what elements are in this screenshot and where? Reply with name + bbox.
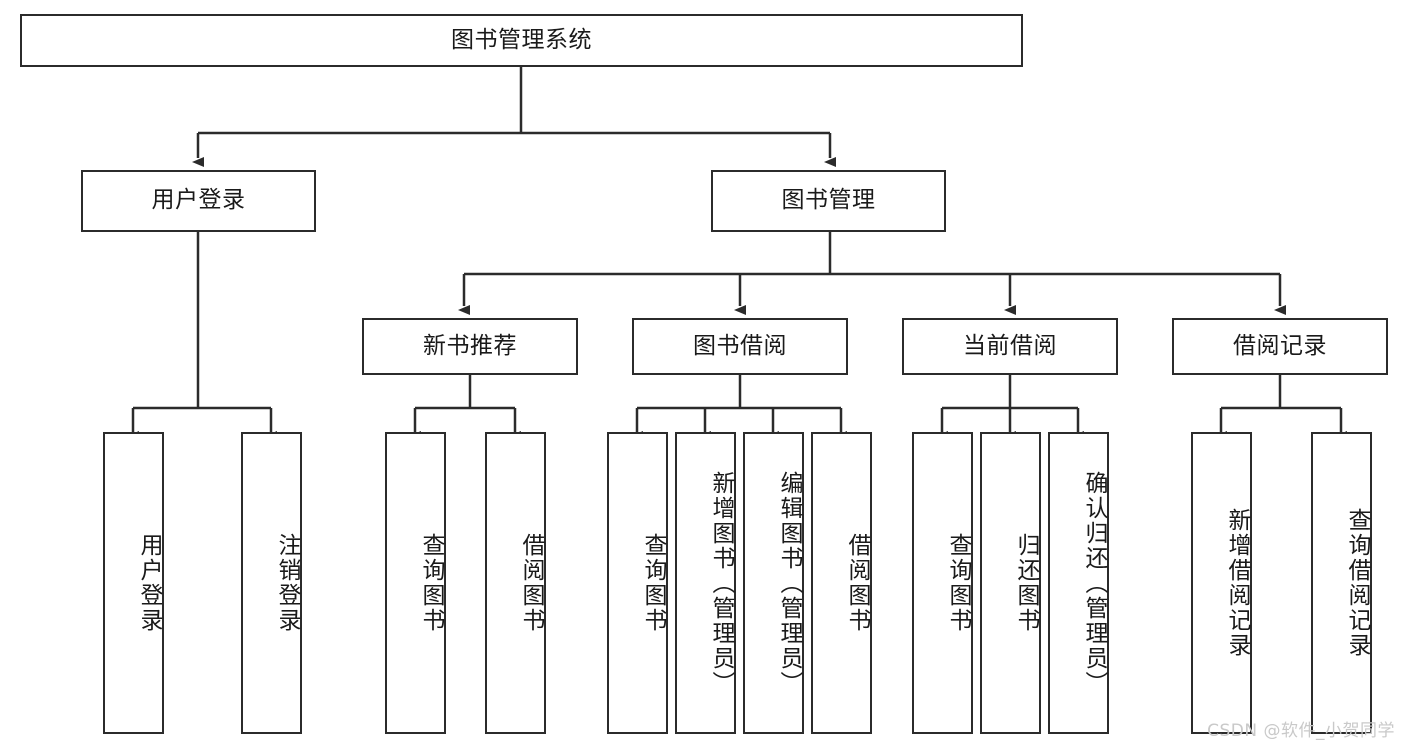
leaf-borrow-edit-book-admin[interactable]: 编辑图书（管理员）: [743, 432, 804, 734]
node-label: 借阅记录: [1233, 332, 1327, 359]
leaf-user-login-signout[interactable]: 注销登录: [241, 432, 302, 734]
node-label: 查询图书: [945, 533, 971, 633]
node-book-management[interactable]: 图书管理: [711, 170, 946, 232]
node-label: 归还图书: [1013, 533, 1039, 633]
node-label: 当前借阅: [963, 332, 1057, 359]
leaf-borrow-query-book[interactable]: 查询图书: [607, 432, 668, 734]
leaf-record-add-record[interactable]: 新增借阅记录: [1191, 432, 1252, 734]
node-borrow-record[interactable]: 借阅记录: [1172, 318, 1388, 375]
node-label: 借阅图书: [844, 533, 870, 633]
node-label: 注销登录: [274, 533, 300, 633]
node-label: 图书管理系统: [451, 26, 592, 53]
node-root-system[interactable]: 图书管理系统: [20, 14, 1023, 67]
node-label: 借阅图书: [518, 533, 544, 633]
leaf-borrow-borrow-book[interactable]: 借阅图书: [811, 432, 872, 734]
node-label: 新增借阅记录: [1224, 508, 1250, 658]
node-label: 确认归还（管理员）: [1081, 470, 1107, 696]
node-label: 图书管理: [781, 187, 876, 214]
node-label: 编辑图书（管理员）: [776, 470, 802, 696]
node-current-borrow[interactable]: 当前借阅: [902, 318, 1118, 375]
node-user-login[interactable]: 用户登录: [81, 170, 316, 232]
node-label: 查询图书: [640, 533, 666, 633]
leaf-current-return-book[interactable]: 归还图书: [980, 432, 1041, 734]
node-label: 用户登录: [136, 533, 162, 633]
node-label: 查询借阅记录: [1344, 508, 1370, 658]
leaf-new-book-query[interactable]: 查询图书: [385, 432, 446, 734]
node-new-book-recommend[interactable]: 新书推荐: [362, 318, 578, 375]
node-book-borrow[interactable]: 图书借阅: [632, 318, 848, 375]
node-label: 图书借阅: [693, 332, 787, 359]
node-label: 新书推荐: [423, 332, 517, 359]
leaf-user-login-signin[interactable]: 用户登录: [103, 432, 164, 734]
node-label: 查询图书: [418, 533, 444, 633]
watermark: CSDN @软件_小贺同学: [1207, 721, 1395, 741]
leaf-record-query-record[interactable]: 查询借阅记录: [1311, 432, 1372, 734]
leaf-current-confirm-return-admin[interactable]: 确认归还（管理员）: [1048, 432, 1109, 734]
node-label: 用户登录: [151, 187, 246, 214]
leaf-current-query-book[interactable]: 查询图书: [912, 432, 973, 734]
leaf-borrow-add-book-admin[interactable]: 新增图书（管理员）: [675, 432, 736, 734]
leaf-new-book-borrow[interactable]: 借阅图书: [485, 432, 546, 734]
node-label: 新增图书（管理员）: [708, 470, 734, 696]
